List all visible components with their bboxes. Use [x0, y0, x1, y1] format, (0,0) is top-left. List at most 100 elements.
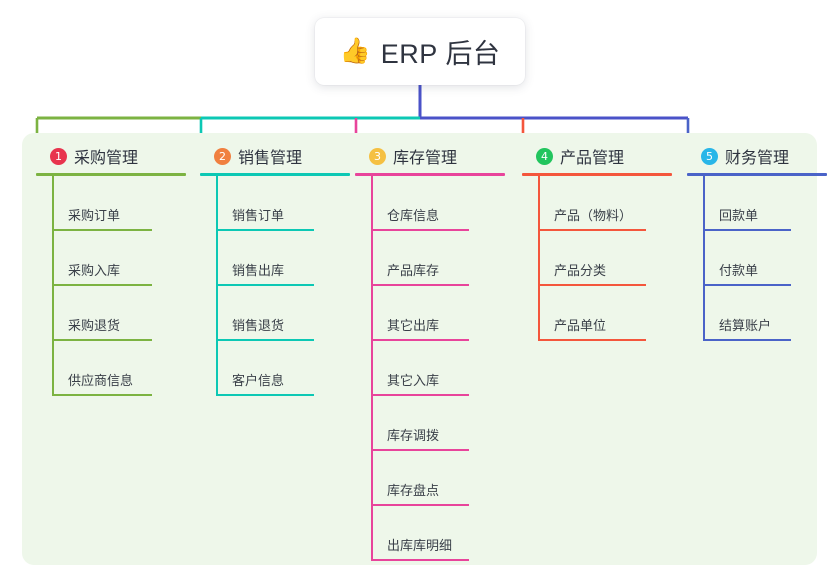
item-label: 库存调拨: [387, 428, 440, 443]
item-label: 其它入库: [387, 373, 440, 388]
item-underline: [216, 284, 314, 286]
item-spine: [703, 176, 705, 231]
item-label: 采购入库: [68, 263, 121, 278]
root-title: ERP 后台: [380, 39, 501, 69]
item-spine: [52, 341, 54, 396]
branch-item[interactable]: 销售退货: [216, 286, 314, 341]
item-spine: [52, 176, 54, 231]
item-underline: [371, 229, 469, 231]
item-underline: [52, 229, 152, 231]
branch-number-badge: 4: [536, 147, 553, 165]
thumbs-up-icon: 👍: [339, 37, 371, 65]
item-label: 产品分类: [554, 263, 607, 278]
branch-item[interactable]: 客户信息: [216, 341, 314, 396]
branch-number-badge: 2: [214, 147, 231, 165]
branch-item[interactable]: 其它入库: [371, 341, 469, 396]
item-spine: [216, 176, 218, 231]
branch-item[interactable]: 产品（物料）: [538, 176, 646, 231]
branch-item[interactable]: 采购退货: [52, 286, 152, 341]
item-underline: [52, 394, 152, 396]
item-underline: [703, 339, 791, 341]
item-spine: [371, 286, 373, 341]
branch-item[interactable]: 库存盘点: [371, 451, 469, 506]
branch-item[interactable]: 产品分类: [538, 231, 646, 286]
item-spine: [52, 286, 54, 341]
item-spine: [216, 286, 218, 341]
branch-item[interactable]: 产品库存: [371, 231, 469, 286]
branch-item[interactable]: 产品单位: [538, 286, 646, 341]
branch-title: 采购管理: [74, 150, 139, 167]
item-spine: [703, 231, 705, 286]
root-node[interactable]: 👍 ERP 后台: [315, 18, 525, 85]
item-underline: [703, 284, 791, 286]
branch-header-2[interactable]: 2 销售管理: [214, 144, 302, 168]
item-spine: [371, 341, 373, 396]
branch-title: 库存管理: [393, 150, 458, 167]
branch-underline: [36, 173, 186, 176]
item-underline: [371, 449, 469, 451]
branch-title: 产品管理: [560, 150, 625, 167]
item-underline: [52, 284, 152, 286]
branch-item[interactable]: 回款单: [703, 176, 791, 231]
branch-item[interactable]: 仓库信息: [371, 176, 469, 231]
item-label: 库存盘点: [387, 483, 440, 498]
item-spine: [703, 286, 705, 341]
item-label: 结算账户: [719, 318, 772, 333]
item-underline: [216, 394, 314, 396]
item-underline: [371, 559, 469, 561]
branch-title: 销售管理: [238, 150, 303, 167]
item-label: 供应商信息: [68, 373, 134, 388]
branch-item[interactable]: 付款单: [703, 231, 791, 286]
branch-number-badge: 1: [50, 147, 67, 165]
branch-item[interactable]: 其它出库: [371, 286, 469, 341]
item-label: 销售订单: [232, 208, 285, 223]
branch-underline: [200, 173, 350, 176]
item-label: 销售出库: [232, 263, 285, 278]
item-underline: [371, 394, 469, 396]
item-spine: [538, 231, 540, 286]
item-label: 产品单位: [554, 318, 607, 333]
branch-item[interactable]: 销售出库: [216, 231, 314, 286]
branch-underline: [687, 173, 827, 176]
item-label: 采购退货: [68, 318, 121, 333]
branch-item-list: 采购订单采购入库采购退货供应商信息: [52, 176, 152, 396]
branch-title: 财务管理: [725, 150, 790, 167]
branch-item[interactable]: 库存调拨: [371, 396, 469, 451]
branch-header-3[interactable]: 3 库存管理: [369, 144, 457, 168]
branch-number-badge: 3: [369, 147, 386, 165]
item-underline: [371, 504, 469, 506]
item-label: 仓库信息: [387, 208, 440, 223]
item-spine: [52, 231, 54, 286]
item-label: 付款单: [719, 263, 759, 278]
item-underline: [216, 229, 314, 231]
item-label: 采购订单: [68, 208, 121, 223]
branch-item[interactable]: 采购入库: [52, 231, 152, 286]
item-spine: [371, 451, 373, 506]
item-spine: [371, 506, 373, 561]
item-label: 客户信息: [232, 373, 285, 388]
item-underline: [371, 339, 469, 341]
item-underline: [371, 284, 469, 286]
branch-item[interactable]: 供应商信息: [52, 341, 152, 396]
branch-item[interactable]: 结算账户: [703, 286, 791, 341]
branch-item[interactable]: 销售订单: [216, 176, 314, 231]
branch-header-1[interactable]: 1 采购管理: [50, 144, 138, 168]
branch-item[interactable]: 采购订单: [52, 176, 152, 231]
item-label: 出库库明细: [387, 538, 453, 553]
item-label: 产品库存: [387, 263, 440, 278]
item-label: 产品（物料）: [554, 208, 633, 223]
item-spine: [216, 341, 218, 396]
branch-item-list: 销售订单销售出库销售退货客户信息: [216, 176, 314, 396]
branch-underline: [355, 173, 505, 176]
item-underline: [538, 339, 646, 341]
item-spine: [538, 176, 540, 231]
item-underline: [216, 339, 314, 341]
item-label: 回款单: [719, 208, 759, 223]
branch-item[interactable]: 出库库明细: [371, 506, 469, 561]
branch-header-4[interactable]: 4 产品管理: [536, 144, 624, 168]
item-spine: [538, 286, 540, 341]
branch-item-list: 回款单付款单结算账户: [703, 176, 791, 341]
branch-panel: 1 采购管理采购订单采购入库采购退货供应商信息 2 销售管理销售订单销售出库销售退货客…: [22, 133, 827, 565]
